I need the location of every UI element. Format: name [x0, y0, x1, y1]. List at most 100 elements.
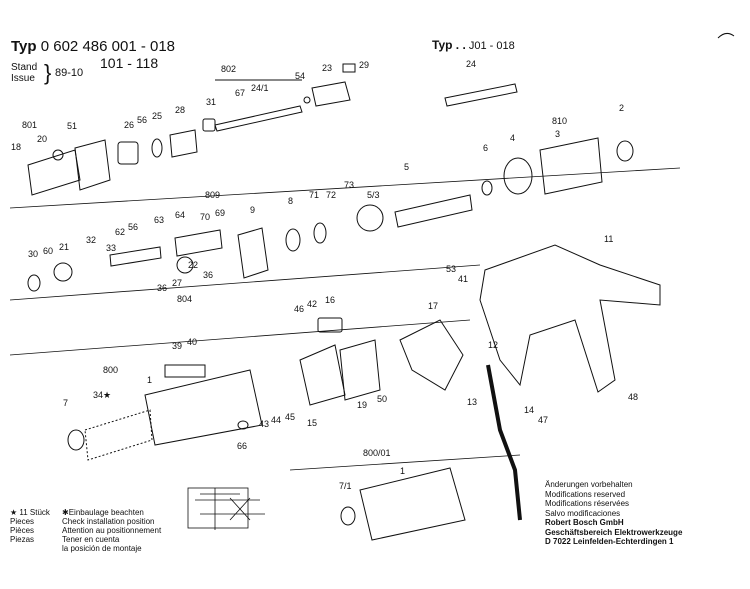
part-tag: 48 — [628, 392, 639, 402]
section-line-bottom — [289, 454, 521, 471]
part-23 — [311, 81, 351, 107]
part-tag: 32 — [86, 235, 97, 245]
part-15 — [299, 344, 346, 406]
chuck-801 — [27, 149, 81, 196]
company-address: D 7022 Leinfelden-Echterdingen 1 — [545, 537, 674, 546]
part-tag: 63 — [154, 215, 165, 225]
part-tag: 54 — [295, 71, 306, 81]
corner-mark — [717, 32, 735, 39]
part-tag: 26 — [124, 120, 135, 130]
company-name: Robert Bosch GmbH — [545, 518, 624, 527]
type-number-right: J01 - 018 — [468, 40, 515, 52]
wiring-diagram — [187, 487, 265, 530]
part-tag: 16 — [325, 295, 336, 305]
legend-line: ★ 11 Stück — [10, 508, 50, 517]
part-tag: 46 — [294, 304, 305, 314]
legend-line: Attention au positionnement — [62, 526, 162, 535]
type-header-right: Typ . . J01 - 018 — [432, 38, 515, 52]
stand-issue-label: Stand Issue — [11, 62, 37, 84]
part-tag: 800/01 — [363, 448, 391, 458]
part-tag: 6 — [483, 143, 489, 153]
part-tag: 24/1 — [251, 83, 269, 93]
legend-line: Modifications reserved — [545, 489, 626, 499]
type-label: Typ — [11, 38, 37, 55]
part-tag: 9 — [250, 205, 256, 215]
legend-line: Piezas — [10, 535, 35, 544]
part-tag: 19 — [357, 400, 368, 410]
handle-11 — [479, 244, 661, 393]
part-tag: 42 — [307, 299, 318, 309]
legend-publisher: Änderungen vorbehalten Modifications res… — [545, 480, 682, 547]
housing-800 — [144, 369, 263, 446]
part-31 — [202, 118, 216, 132]
section-line-middle — [9, 264, 481, 301]
type-number-secondary: 101 - 118 — [100, 55, 159, 71]
legend-quantity: ★ 11 Stück Pieces Pièces Piezas — [10, 508, 50, 544]
part-tag: 22 — [188, 260, 199, 270]
part-tag: 44 — [271, 415, 282, 425]
part-tag: 60 — [43, 246, 54, 256]
part-tag: 17 — [428, 301, 439, 311]
switch-17 — [399, 319, 464, 391]
part-tag: 810 — [552, 116, 568, 126]
shaft-802 — [214, 105, 303, 132]
part-tag: 28 — [175, 105, 186, 115]
part-tag: 21 — [59, 242, 70, 252]
legend-installation: ✱Einbaulage beachten Check installation … — [62, 508, 161, 553]
part-tag: 50 — [377, 394, 388, 404]
part-tag: 40 — [187, 337, 198, 347]
part-tag: 3 — [555, 129, 561, 139]
part-tag: 801 — [22, 120, 38, 130]
legend-line: la posición de montaje — [62, 544, 142, 553]
part-tag: 41 — [458, 274, 469, 284]
part-tag: 69 — [215, 208, 226, 218]
part-tag: 7 — [63, 398, 69, 408]
part-tag: 36 — [203, 270, 214, 280]
section-line-lower — [9, 319, 471, 356]
part-tag: 14 — [524, 405, 535, 415]
part-tag: 36 — [157, 283, 168, 293]
part-tag: 23 — [322, 63, 333, 73]
part-tag: 31 — [206, 97, 217, 107]
part-tag: 30 — [28, 249, 39, 259]
part-tag: 15 — [307, 418, 318, 428]
legend-line: Modifications réservées — [545, 499, 630, 508]
part-tag: 11 — [604, 234, 614, 244]
part-tag: 34★ — [93, 390, 112, 400]
legend-line: Pièces — [10, 526, 35, 535]
part-tag: 72 — [326, 190, 337, 200]
part-tag: 25 — [152, 111, 163, 121]
part-19 — [339, 339, 381, 401]
legend-line: Salvo modificaciones — [545, 508, 621, 518]
part-tag: 43 — [259, 419, 270, 429]
section-line-top — [9, 167, 681, 209]
part-tag: 7/1 — [339, 481, 352, 491]
motor-810 — [539, 137, 603, 195]
part-tag: 1 — [147, 375, 153, 385]
stand-label: Stand — [11, 62, 38, 73]
part-tag: 33 — [106, 243, 117, 253]
company-division: Geschäftsbereich Elektrowerkzeuge — [545, 527, 683, 537]
legend-line: Check installation position — [62, 517, 155, 526]
part-tag: 39 — [172, 341, 183, 351]
part-tag: 12 — [488, 340, 499, 350]
part-tag: 56 — [128, 222, 139, 232]
part-tag: 5 — [404, 162, 410, 172]
issue-label: Issue — [11, 73, 35, 84]
part-tag: 70 — [200, 212, 211, 222]
legend-line: ✱Einbaulage beachten — [62, 508, 144, 517]
part-tag: 20 — [37, 134, 48, 144]
type-label-right: Typ . . — [432, 38, 466, 52]
legend-line: Änderungen vorbehalten — [545, 480, 633, 489]
part-tag: 47 — [538, 415, 549, 425]
part-tag: 4 — [510, 133, 516, 143]
part-tag: 13 — [467, 397, 478, 407]
part-tag: 66 — [237, 441, 248, 451]
part-tag: 24 — [466, 59, 477, 69]
armature-5 — [394, 194, 473, 228]
part-tag: 18 — [11, 142, 22, 152]
part-tag: 67 — [235, 88, 246, 98]
brace-glyph: } — [44, 60, 52, 85]
issue-date: 89-10 — [55, 67, 84, 79]
